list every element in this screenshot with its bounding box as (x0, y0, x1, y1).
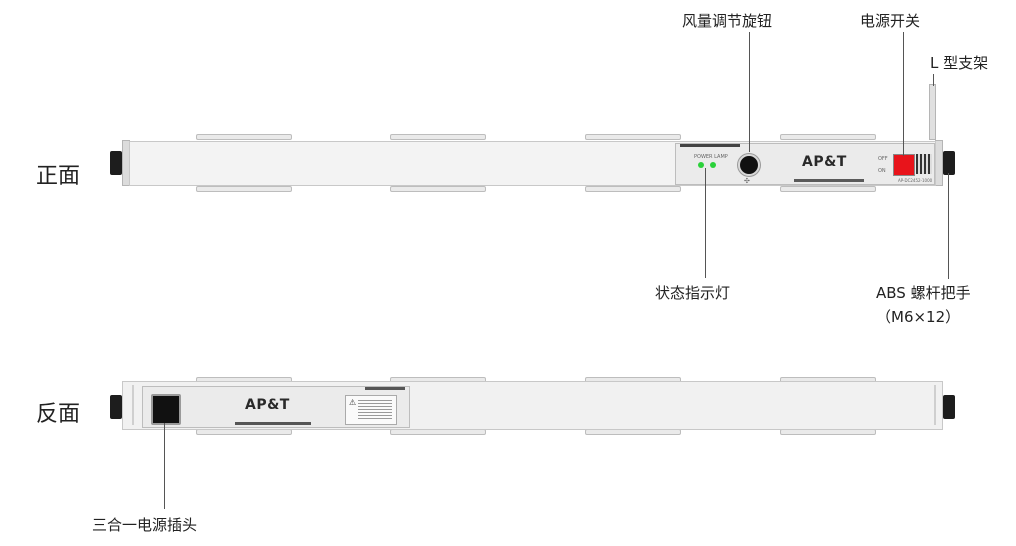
status-led-leader (705, 168, 706, 278)
status-led-right (710, 162, 716, 168)
right-end-cap (935, 140, 943, 186)
bottom-rail (196, 186, 292, 192)
status-led-left (698, 162, 704, 168)
back-top-stripe (365, 387, 405, 390)
bottom-rail (585, 186, 681, 192)
front-control-panel: POWER LAMP ✣ AP&T OFF ON AP-DC2452-1000 (675, 143, 935, 185)
right-handle (943, 395, 955, 419)
power-lamp-label: POWER LAMP (694, 154, 728, 160)
l-bracket (929, 84, 936, 140)
power-switch[interactable] (893, 154, 915, 176)
left-handle (110, 395, 122, 419)
bottom-rail (390, 186, 486, 192)
back-control-panel: AP&T ⚠ (142, 386, 410, 428)
back-bottom-stripe (235, 422, 311, 425)
power-socket-leader (164, 423, 165, 509)
l-bracket-callout: L 型支架 (930, 54, 989, 72)
switch-on-label: ON (878, 168, 886, 174)
warning-text-lines (358, 400, 392, 420)
abs-handle-callout: ABS 螺杆把手 (876, 284, 971, 302)
front-view-label: 正面 (36, 164, 81, 189)
power-switch-leader (903, 32, 904, 156)
right-handle (943, 151, 955, 175)
model-label: AP-DC2452-1000 (898, 178, 933, 183)
panel-bottom-stripe (794, 179, 864, 182)
fan-icon: ✣ (744, 177, 750, 185)
abs-handle-spec: （M6×12） (876, 308, 961, 326)
power-socket-callout: 三合一电源插头 (92, 516, 198, 534)
switch-off-label: OFF (878, 156, 888, 162)
top-rail (585, 134, 681, 140)
left-bracket-slots (132, 385, 140, 425)
top-rail (390, 134, 486, 140)
airflow-knob[interactable] (738, 154, 760, 176)
front-brand-logo: AP&T (802, 154, 847, 170)
warning-label: ⚠ (345, 395, 397, 425)
top-rail (196, 134, 292, 140)
right-bracket-slots (928, 385, 936, 425)
back-brand-logo: AP&T (245, 397, 290, 413)
abs-handle-leader (948, 173, 949, 279)
power-socket[interactable] (151, 394, 181, 425)
panel-top-stripe (680, 144, 740, 147)
airflow-knob-callout: 风量调节旋钮 (682, 12, 773, 30)
bottom-rail (780, 186, 876, 192)
warning-icon: ⚠ (349, 398, 357, 407)
airflow-knob-leader (749, 32, 750, 152)
top-rail (780, 134, 876, 140)
qr-code-icon (916, 154, 932, 174)
power-switch-callout: 电源开关 (860, 12, 921, 30)
back-view-label: 反面 (36, 402, 81, 427)
l-bracket-leader (933, 74, 934, 86)
left-handle (110, 151, 122, 175)
status-led-callout: 状态指示灯 (655, 284, 731, 302)
